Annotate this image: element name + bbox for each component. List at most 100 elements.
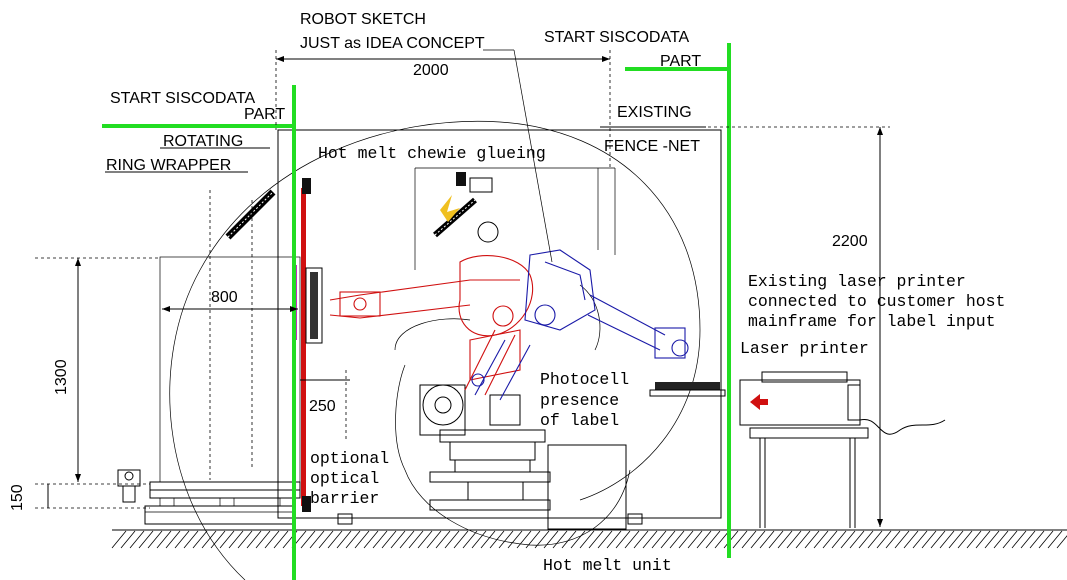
floor-hatch-line [1047,530,1063,549]
floor-hatch-line [228,530,244,549]
floor-hatch-line [381,530,397,549]
floor-hatch-line [471,530,487,549]
floor-hatch-line [165,530,181,549]
floor-hatch-line [858,530,874,549]
floor-hatch-line [903,530,919,549]
rotating-label: ROTATING [163,133,243,150]
photocell-label-1: Photocell [540,370,629,389]
floor-hatch-line [543,530,559,549]
floor-hatch-line [831,530,847,549]
floor-hatch-line [588,530,604,549]
laser-printer [739,371,946,528]
floor-hatch-line [822,530,838,549]
floor-hatch-line [570,530,586,549]
floor-hatch-line [741,530,757,549]
floor-hatch-line [975,530,991,549]
floor-hatch-line [651,530,667,549]
floor-hatch-line [507,530,523,549]
floor-hatch-line [759,530,775,549]
start-siscodata-right-label: START SISCODATA [544,29,690,46]
floor-hatch-line [840,530,856,549]
dimension-1300: 1300 [53,359,70,395]
floor-hatch-line [480,530,496,549]
floor-hatch-line [849,530,865,549]
floor-hatch-line [327,530,343,549]
floor-hatch-line [795,530,811,549]
floor-hatch-line [957,530,973,549]
floor-hatch-line [714,530,730,549]
laser-info-line-2: connected to customer host [748,292,1005,311]
place-table [649,382,726,397]
photocell-label-3: of label [540,411,619,430]
dimension-lines [35,49,890,527]
floor-hatch-line [201,530,217,549]
start-siscodata-left-label: START SISCODATA [110,90,256,107]
floor-hatch-line [516,530,532,549]
floor-hatch-line [939,530,955,549]
floor-hatch-line [444,530,460,549]
floor-hatch-line [273,530,289,549]
floor-hatch-line [1002,530,1018,549]
floor-hatch-line [705,530,721,549]
floor-hatch-line [678,530,694,549]
floor-hatch-line [363,530,379,549]
start-siscodata-left-part-label: PART [244,106,285,123]
start-siscodata-right-part-label: PART [660,53,701,70]
floor-hatch-line [615,530,631,549]
hot-melt-glueing-label: Hot melt chewie glueing [318,144,546,163]
floor-hatch-line [1011,530,1027,549]
floor-hatch-line [336,530,352,549]
floor-hatch-line [111,530,127,549]
floor-hatch-line [966,530,982,549]
floor-hatch-line [633,530,649,549]
floor-hatch-line [345,530,361,549]
floor-hatch-line [138,530,154,549]
floor-hatch-line [624,530,640,549]
floor-hatch-line [498,530,514,549]
floor-hatch-line [660,530,676,549]
floor-hatch-line [732,530,748,549]
robot-sketch-concept-label: JUST as IDEA CONCEPT [300,35,485,52]
ring-wrapper-label: RING WRAPPER [106,157,231,174]
floor-hatch-line [219,530,235,549]
floor-hatch-line [192,530,208,549]
floor-hatch-line [948,530,964,549]
rotating-ring-wrapper [209,189,276,480]
optical-barrier-label-1: optional [310,449,389,468]
floor-hatch-line [768,530,784,549]
floor-hatch-line [435,530,451,549]
floor-hatch-line [579,530,595,549]
floor-hatch-line [156,530,172,549]
dimension-2200: 2200 [832,233,868,250]
floor-hatch-line [453,530,469,549]
floor-hatch-line [804,530,820,549]
floor-hatch-line [885,530,901,549]
floor-hatch-line [687,530,703,549]
floor-hatch-line [993,530,1009,549]
floor-hatch-line [1056,535,1067,549]
floor-hatch-line [120,530,136,549]
floor-hatch-line [129,530,145,549]
floor [111,529,1067,549]
floor-hatch-line [426,530,442,549]
existing-fence-net-label: FENCE -NET [604,138,700,155]
floor-hatch-line [255,530,271,549]
floor-hatch-line [318,530,334,549]
floor-hatch-line [984,530,1000,549]
glue-gun [433,172,499,243]
floor-hatch-line [174,530,190,549]
floor-hatch-line [750,530,766,549]
cell-enclosure [277,129,722,519]
text-labels: ROBOT SKETCH JUST as IDEA CONCEPT START … [9,11,1005,575]
optical-barrier-label-3: barrier [310,489,379,508]
floor-hatch-line [867,530,883,549]
dimension-2000: 2000 [413,62,449,79]
existing-fence-label: EXISTING [617,104,692,121]
floor-hatch-line [237,530,253,549]
hot-melt-unit [547,444,627,530]
floor-hatch-line [561,530,577,549]
floor-hatch-line [372,530,388,549]
floor-hatch-line [1038,530,1054,549]
